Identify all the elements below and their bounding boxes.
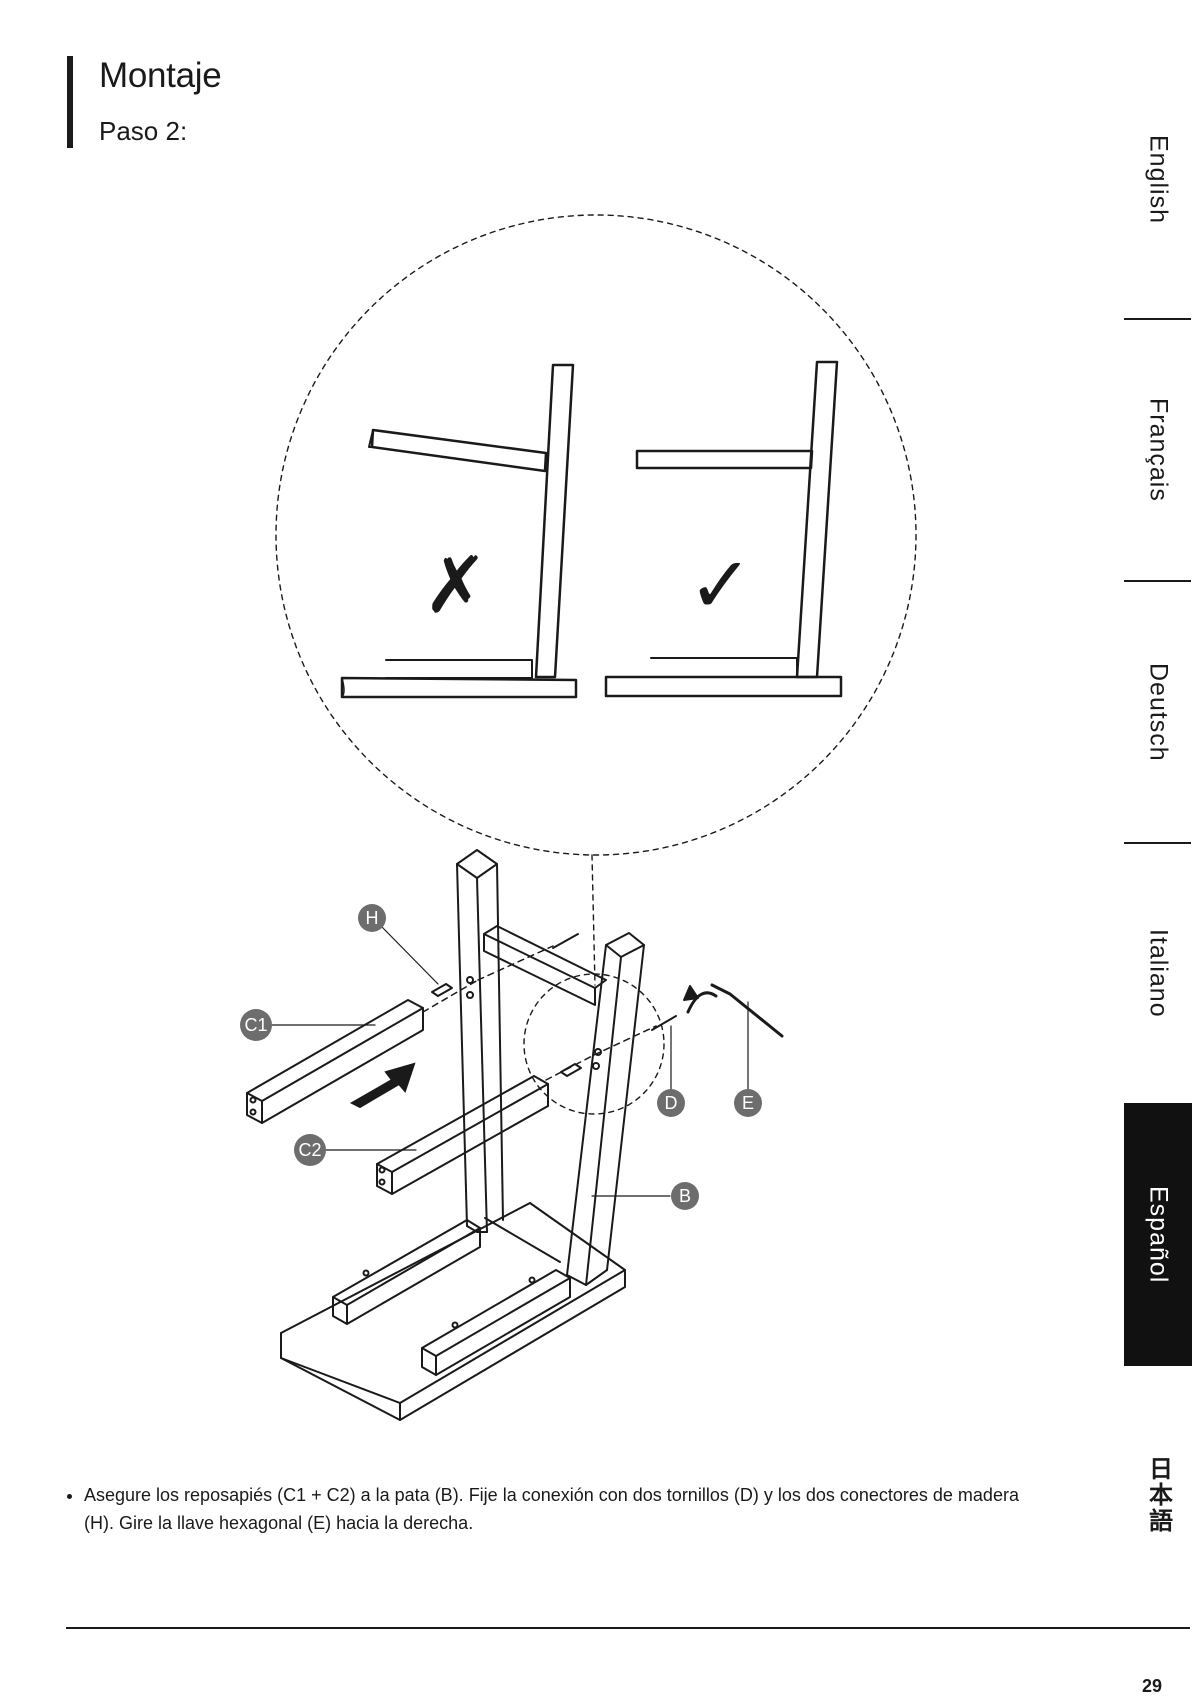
instruction-item: Asegure los reposapiés (C1 + C2) a la pa… [84,1481,1046,1537]
right-mark: ✓ [688,541,753,631]
detail-leader [592,855,595,985]
footer-rule [66,1627,1190,1629]
hex-key-e [712,985,782,1036]
callout-b: B [671,1182,699,1210]
instructions: Asegure los reposapiés (C1 + C2) a la pa… [66,1481,1046,1537]
detail-right [606,362,841,696]
detail-circle [276,215,916,855]
callout-e: E [734,1089,762,1117]
back-leg [457,850,503,1232]
callout-e-label: E [742,1093,754,1113]
callout-h-label: H [366,908,379,928]
dowel-h-lower [561,1064,581,1076]
screw-d-upper [553,934,578,948]
detail-wrong [342,365,576,697]
back-rail [484,926,606,1005]
tab-japanese-label: 日本語 [1141,1456,1176,1534]
callout-c1: C1 [240,1009,272,1041]
callout-d: D [657,1089,685,1117]
callout-b-label: B [679,1186,691,1206]
foot-bars [333,1218,570,1375]
page-number: 29 [1142,1676,1162,1697]
screw-d-lower [652,1016,676,1030]
callout-c2: C2 [294,1134,326,1166]
callout-d-label: D [665,1093,678,1113]
dowel-h-upper [432,984,452,996]
tab-japanese[interactable]: 日本語 [1124,1440,1192,1550]
callout-c2-label: C2 [298,1140,321,1160]
callout-c1-label: C1 [244,1015,267,1035]
footrest-c1 [247,1000,423,1123]
callout-h: H [358,904,386,932]
wrong-mark: ✗ [423,541,488,631]
push-arrow [352,1064,414,1107]
assembly-illustration: ✗ ✓ [0,0,1192,1440]
